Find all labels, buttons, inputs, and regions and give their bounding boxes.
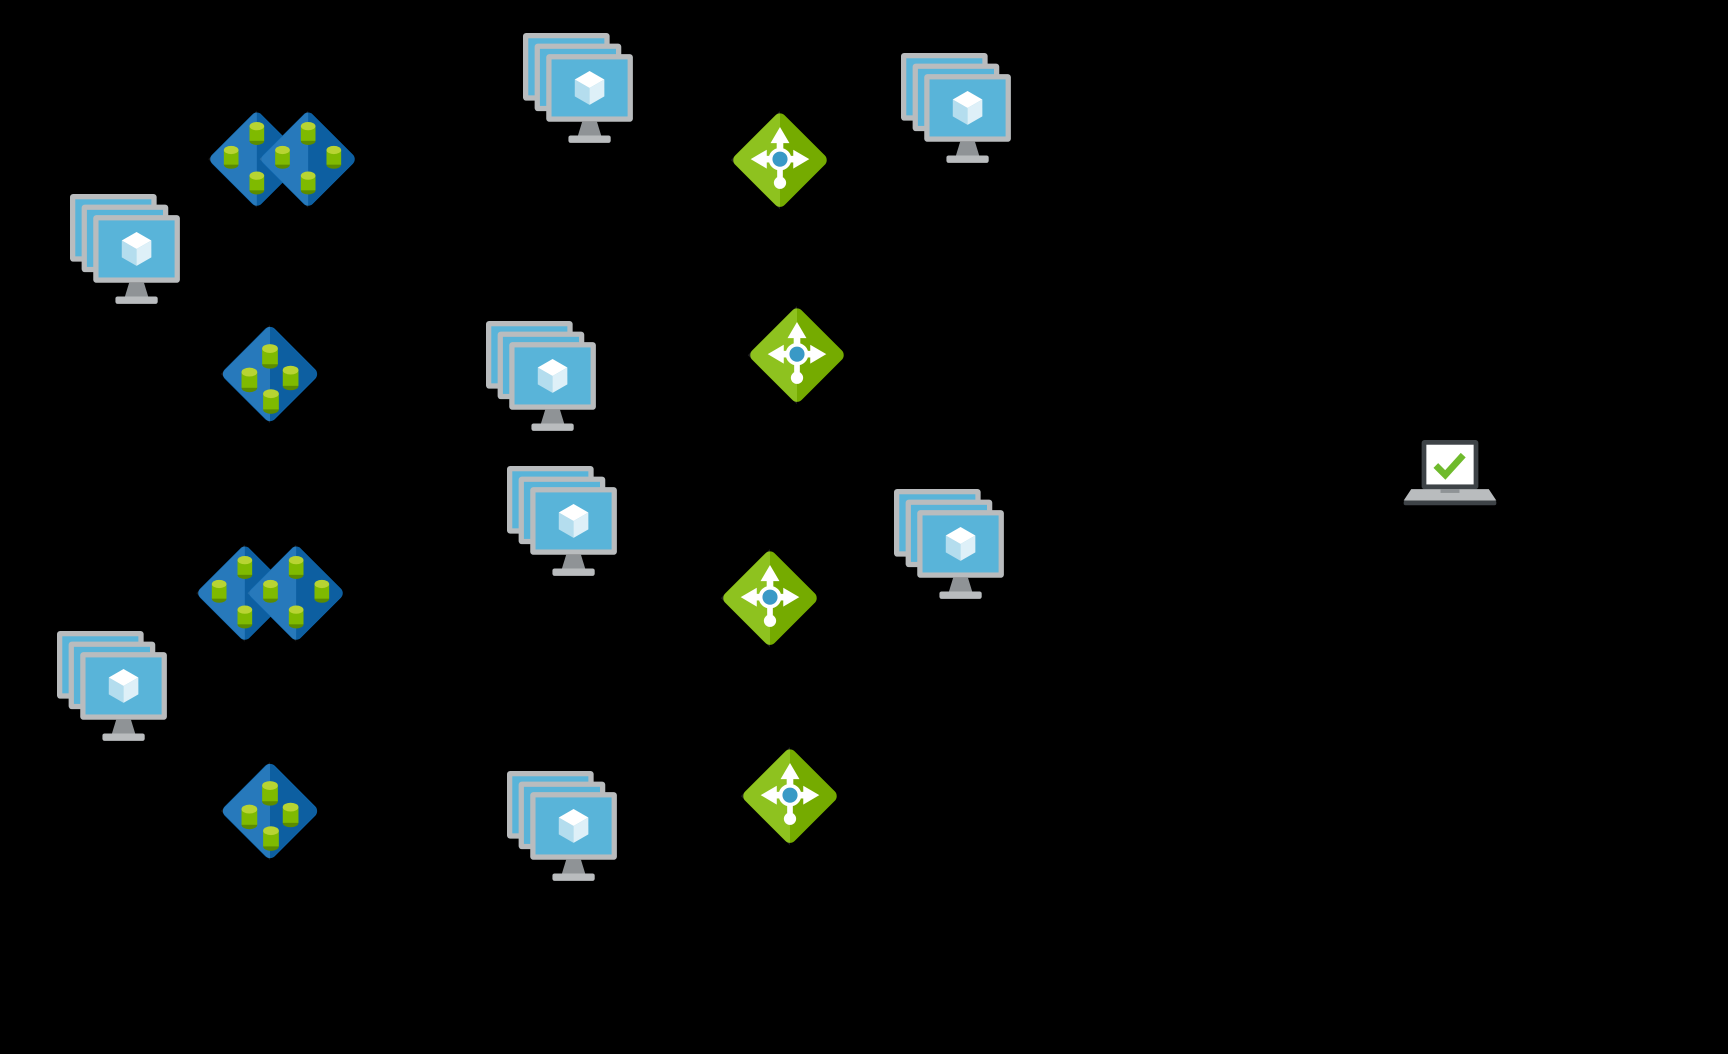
database-cluster-bottom [188, 540, 353, 648]
vm-monitor-front [509, 342, 596, 431]
database-cylinders [223, 122, 342, 195]
vm-group-row3 [507, 466, 619, 577]
vm-group-row1 [523, 33, 635, 144]
load-balancer-arrows [767, 322, 827, 384]
vm-group-row4 [507, 771, 619, 882]
database-cluster-top [200, 106, 365, 214]
virtual-machine-group-icon [901, 53, 1011, 163]
checkmark-icon [1433, 452, 1466, 480]
database-storage-icon [220, 761, 320, 861]
virtual-machine-group-icon [507, 771, 617, 881]
virtual-machine-group-icon [57, 631, 167, 741]
vm-monitor-front [530, 487, 617, 576]
database-cylinders [211, 556, 330, 629]
virtual-machine-group-icon [894, 489, 1004, 599]
vm-monitor-front [530, 792, 617, 881]
database-cylinders [241, 344, 299, 414]
load-balancer-row3 [718, 548, 822, 648]
vm-monitor-front [924, 74, 1011, 163]
laptop-base [1403, 489, 1497, 506]
vm-group-right-row1 [901, 53, 1013, 164]
virtual-machine-group-icon [523, 33, 633, 143]
client-laptop [1398, 440, 1502, 516]
database-bottom [216, 760, 324, 866]
load-balancer-icon [720, 548, 820, 648]
vm-monitor-front [917, 510, 1004, 599]
load-balancer-row2 [745, 305, 849, 405]
database-storage-icon [220, 324, 320, 424]
load-balancer-arrows [750, 127, 810, 189]
vm-group-left-bottom [57, 631, 169, 742]
vm-monitor-front [546, 54, 633, 143]
load-balancer-icon [747, 305, 847, 405]
database-storage-cluster-icon [208, 110, 357, 208]
laptop-screen [1421, 440, 1479, 490]
load-balancer-arrows [760, 763, 820, 825]
load-balancer-icon [740, 746, 840, 846]
client-laptop-check-icon [1403, 440, 1497, 506]
virtual-machine-group-icon [507, 466, 617, 576]
load-balancer-icon [730, 110, 830, 210]
vm-group-left-top [70, 194, 182, 305]
database-storage-cluster-icon [196, 544, 345, 642]
database-cylinders [241, 781, 299, 851]
load-balancer-row4 [738, 746, 842, 846]
load-balancer-arrows [740, 565, 800, 627]
vm-monitor-front [80, 652, 167, 741]
vm-group-row2 [486, 321, 598, 432]
virtual-machine-group-icon [70, 194, 180, 304]
vm-monitor-front [93, 215, 180, 304]
database-top [216, 323, 324, 429]
vm-group-right-row3 [894, 489, 1006, 600]
load-balancer-row1 [728, 110, 832, 210]
virtual-machine-group-icon [486, 321, 596, 431]
